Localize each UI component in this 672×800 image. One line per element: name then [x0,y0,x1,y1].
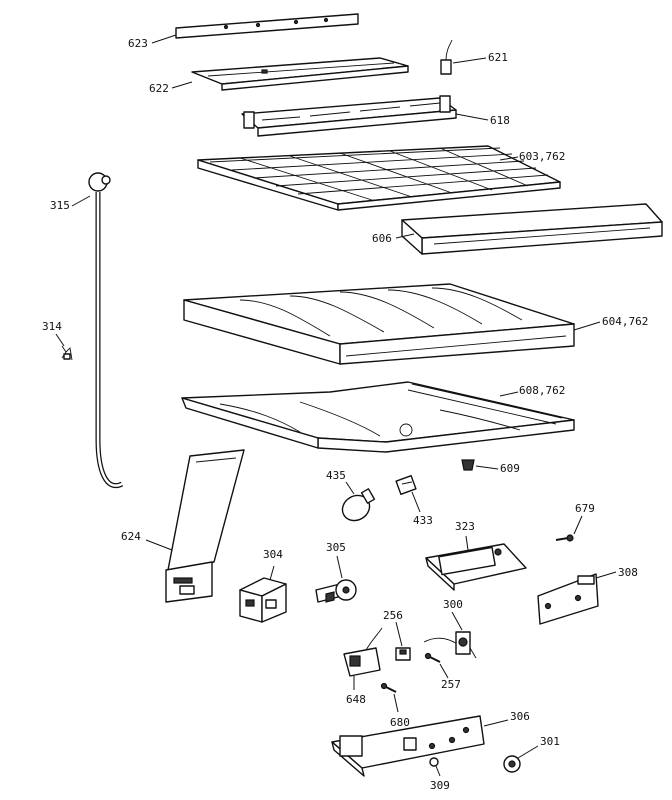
leader-323 [465,535,469,551]
label-257: 257 [441,678,461,691]
leader-306 [483,719,509,727]
label-433: 433 [413,514,433,527]
label-609: 609 [500,462,520,475]
label-256: 256 [383,609,403,622]
part-256-switch [395,647,411,661]
part-309-lamp [429,757,439,767]
label-323: 323 [455,520,475,533]
label-622: 622 [149,82,169,95]
leader-624 [145,539,173,551]
part-433-socket [395,474,417,496]
leader-256 [395,621,403,647]
leader-305 [336,555,343,579]
part-680-screw [380,682,397,693]
label-603: 603,762 [519,150,565,163]
label-306: 306 [510,710,530,723]
label-309: 309 [430,779,450,792]
part-609-clip [461,459,475,471]
part-304-relay [239,577,287,623]
leader-257 [439,663,449,679]
leader-603 [499,156,519,161]
leader-315 [71,195,91,207]
part-306-control-housing [331,715,485,777]
part-308-bracket [537,573,599,625]
leader-433 [411,491,421,513]
label-305: 305 [326,541,346,554]
label-623: 623 [128,37,148,50]
part-300-thermostat [423,631,477,659]
part-323-housing [425,543,527,591]
leader-309 [435,765,441,777]
label-680: 680 [390,716,410,729]
label-604: 604,762 [602,315,648,328]
label-435: 435 [326,469,346,482]
part-618-housing [241,95,457,137]
label-308: 308 [618,566,638,579]
label-301: 301 [540,735,560,748]
label-300: 300 [443,598,463,611]
part-679-screw [555,534,574,542]
label-618: 618 [490,114,510,127]
part-624-bracket [165,449,245,603]
part-314-clip [61,345,73,361]
leader-301 [517,745,539,759]
leader-300 [451,611,463,631]
leader-679 [573,515,583,535]
leader-314 [55,333,65,347]
leader-623 [151,34,177,44]
label-304: 304 [263,548,283,561]
part-305-knob [315,579,357,603]
label-624: 624 [121,530,141,543]
leader-608 [499,391,519,397]
part-435-bulb [341,488,376,522]
part-621-socket [440,39,453,75]
label-679: 679 [575,502,595,515]
part-301-knob [503,755,521,773]
part-623-rail [175,13,359,39]
part-257-screw [424,652,441,663]
leader-606 [395,233,415,239]
leader-308 [595,571,617,579]
leader-304 [269,565,275,581]
part-606-cover [401,203,663,255]
leader-604 [573,321,601,331]
leader-621 [452,57,487,64]
part-603-wire-shelf [197,145,561,211]
label-314: 314 [42,320,62,333]
label-315: 315 [50,199,70,212]
leader-609 [475,465,499,470]
part-315-drain-tube [88,172,124,489]
leader-618 [455,113,489,121]
label-648: 648 [346,693,366,706]
part-622-tray [191,57,409,91]
part-608-crisper-pan [181,381,575,453]
leader-680 [393,693,399,713]
leader-435 [345,481,355,495]
part-648-motor [343,627,383,677]
label-608: 608,762 [519,384,565,397]
label-621: 621 [488,51,508,64]
label-606: 606 [372,232,392,245]
leader-622 [171,81,193,89]
part-604-crisper-pan [183,283,575,365]
